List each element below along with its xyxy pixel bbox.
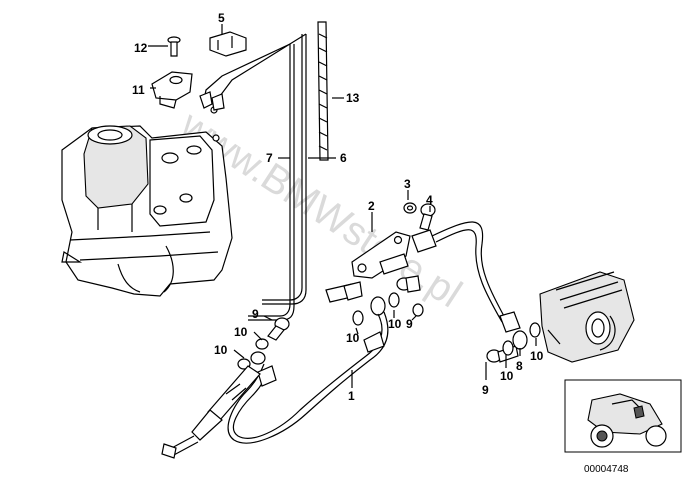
callout-9-middle: 9 <box>406 317 413 331</box>
callout-10-left-a: 10 <box>234 325 248 339</box>
part-8-banjo <box>512 330 528 350</box>
callout-9-right: 9 <box>482 383 489 397</box>
callout-10-right-b: 10 <box>530 349 544 363</box>
leader-lines <box>148 24 537 388</box>
washer-10-right-b <box>529 322 541 338</box>
callout-4: 4 <box>426 193 433 207</box>
part-11-bracket <box>151 71 193 109</box>
line-fitting-b <box>211 93 225 111</box>
part-2-distributor <box>351 231 411 279</box>
part-5-clip <box>209 31 247 57</box>
master-cylinder <box>161 365 261 459</box>
washer-10-middle-a <box>352 310 364 326</box>
callout-8: 8 <box>516 359 523 373</box>
callout-6: 6 <box>340 151 347 165</box>
callout-2: 2 <box>368 199 375 213</box>
brake-hose-right <box>411 221 521 333</box>
callout-13: 13 <box>346 91 360 105</box>
line-end-fittings <box>325 281 363 303</box>
callout-12: 12 <box>134 41 148 55</box>
line-fitting-a <box>199 91 213 109</box>
diagram-code: 00004748 <box>584 464 629 475</box>
part-1-brake-hose <box>227 311 389 444</box>
callout-1: 1 <box>348 389 355 403</box>
washer-10-middle-b <box>388 292 400 308</box>
callout-10-middle-b: 10 <box>388 317 402 331</box>
banjo-fitting-left <box>250 351 266 365</box>
callout-10-right-a: 10 <box>500 369 514 383</box>
washer-10-left-a <box>255 338 269 350</box>
motorcycle-inset <box>564 379 682 453</box>
banjo-bolt-middle <box>396 275 421 293</box>
callout-9-left: 9 <box>252 307 259 321</box>
part-3-washer <box>403 202 417 214</box>
callout-labels: 12 11 5 13 7 6 2 3 4 9 10 10 10 10 9 1 9… <box>132 11 544 403</box>
banjo-bolt-left <box>267 317 290 341</box>
part-4-bolt <box>419 203 436 231</box>
brake-caliper <box>539 271 635 363</box>
washer-10-middle-c <box>412 303 424 317</box>
callout-7: 7 <box>266 151 273 165</box>
callout-5: 5 <box>218 11 225 25</box>
part-12-screw <box>167 36 181 57</box>
callout-11: 11 <box>132 83 145 97</box>
washer-10-right-a <box>502 340 514 356</box>
callout-3: 3 <box>404 177 411 191</box>
callout-10-middle-a: 10 <box>346 331 360 345</box>
abs-modulator <box>61 106 233 297</box>
callout-10-left-b: 10 <box>214 343 228 357</box>
part-13-sleeve <box>317 21 329 161</box>
banjo-fitting-middle <box>370 296 386 316</box>
